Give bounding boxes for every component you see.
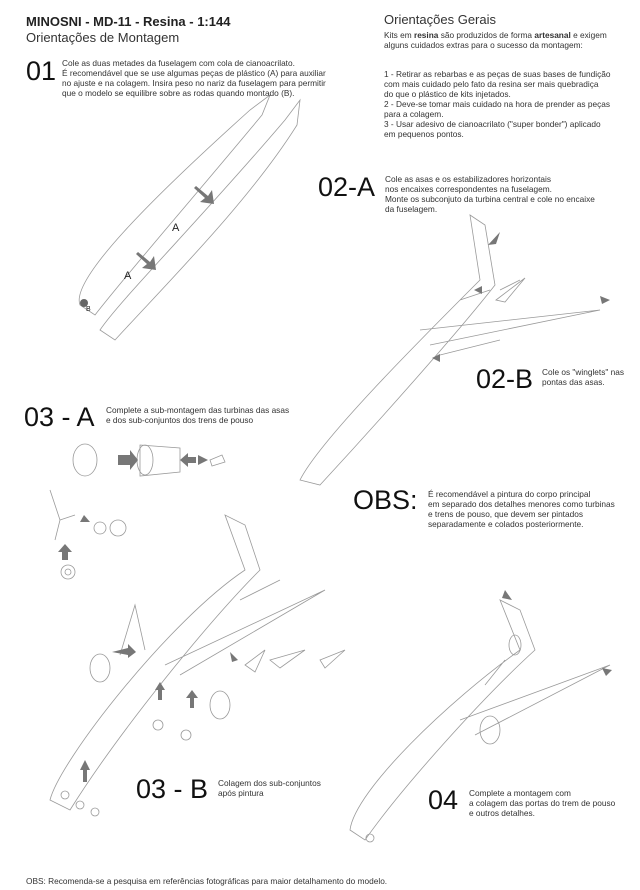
step-02b-text: Cole os "winglets" nas pontas das asas. <box>542 367 624 387</box>
nose-weight <box>80 299 88 307</box>
step-01-text: Cole as duas metades da fuselagem com co… <box>62 58 326 98</box>
step-04-number: 04 <box>428 785 459 815</box>
arrow-icon <box>186 690 198 708</box>
step-03b-number: 03 - B <box>136 774 209 804</box>
general-item-3: 3 - Usar adesivo de cianoacrilato ("supe… <box>384 119 601 139</box>
step-02a-text: Cole as asas e os estabilizadores horizo… <box>385 174 595 214</box>
step-03b-text: Colagem dos sub-conjuntos após pintura <box>218 778 321 798</box>
step-01-number: 01 <box>26 56 57 86</box>
obs-heading: OBS: <box>353 485 418 515</box>
kit-title: MINOSNI - MD-11 - Resina - 1:144 <box>26 14 231 29</box>
arrow-icon <box>432 354 440 362</box>
arrow-icon <box>80 515 90 522</box>
general-intro: Kits em resina são produzidos de forma a… <box>384 30 607 50</box>
arrow-icon <box>118 450 138 470</box>
obs-text: É recomendável a pintura do corpo princi… <box>428 489 615 529</box>
page-subtitle: Orientações de Montagem <box>26 30 180 45</box>
landing-gear <box>49 489 76 541</box>
step-04-text: Complete a montagem com a colagem das po… <box>469 788 616 818</box>
step-03a-text: Complete a sub-montagem das turbinas das… <box>106 405 290 425</box>
winglet <box>495 277 526 303</box>
part-label-b: B <box>86 306 91 313</box>
arrow-icon <box>136 252 156 270</box>
footer-note: OBS: Recomenda-se a pesquisa em referênc… <box>26 876 388 886</box>
arrow-icon <box>198 455 208 465</box>
step-03a-number: 03 - A <box>24 402 95 432</box>
part-label-a: A <box>124 270 132 282</box>
general-title: Orientações Gerais <box>384 12 496 27</box>
arrow-icon <box>502 590 512 600</box>
arrow-icon <box>488 232 500 245</box>
engine-nacelle <box>139 444 181 477</box>
airplane-02 <box>299 214 601 486</box>
general-item-1: 1 - Retirar as rebarbas e as peças de su… <box>384 69 611 99</box>
arrow-icon <box>600 296 610 304</box>
arrow-icon <box>474 286 482 294</box>
general-item-2: 2 - Deve-se tomar mais cuidado na hora d… <box>384 99 610 119</box>
part-label-a: A <box>172 222 180 234</box>
arrow-icon <box>80 760 90 782</box>
arrows <box>58 186 612 782</box>
airplane-04 <box>349 599 611 841</box>
arrow-icon <box>155 682 165 700</box>
airplane-03b <box>49 514 326 811</box>
step-02a-number: 02-A <box>318 172 376 202</box>
arrow-icon <box>180 453 196 467</box>
arrow-icon <box>112 644 136 658</box>
arrow-icon <box>602 668 612 676</box>
fuselage-half-right <box>99 98 301 341</box>
arrow-icon <box>230 652 238 662</box>
engine-intake <box>72 443 98 477</box>
engine-cone <box>209 454 226 467</box>
arrow-icon <box>58 544 72 560</box>
fuselage-half-left <box>78 93 271 316</box>
arrow-icon <box>194 186 214 204</box>
step-02b-number: 02-B <box>476 364 534 394</box>
